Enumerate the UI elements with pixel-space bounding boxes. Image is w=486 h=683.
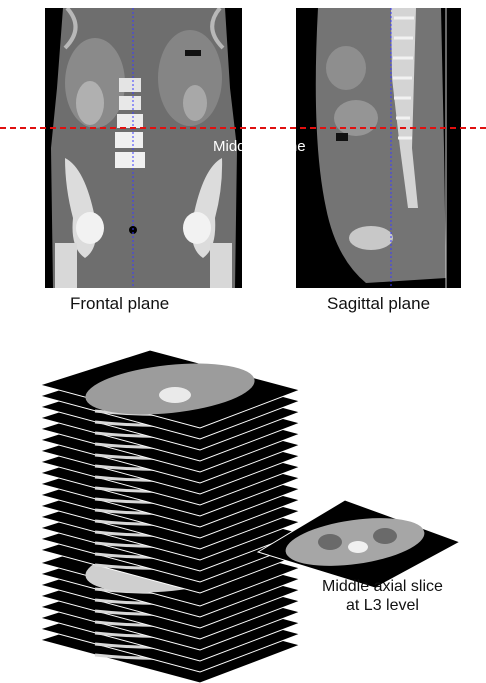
axial-slice-stack [0,320,486,683]
l3-line-label: Middle L3 line [213,138,306,155]
sagittal-ct-drawing [296,8,461,288]
axial-label-line1: Middle axial slice [322,577,443,596]
frontal-plane-caption: Frontal plane [70,294,169,314]
middle-axial-slice-label: Middle axial slice at L3 level [322,577,443,615]
axial-label-line2: at L3 level [322,596,443,615]
sagittal-plane-caption: Sagittal plane [327,294,430,314]
l3-dashed-line [0,127,486,129]
sagittal-ct-image [296,8,461,288]
